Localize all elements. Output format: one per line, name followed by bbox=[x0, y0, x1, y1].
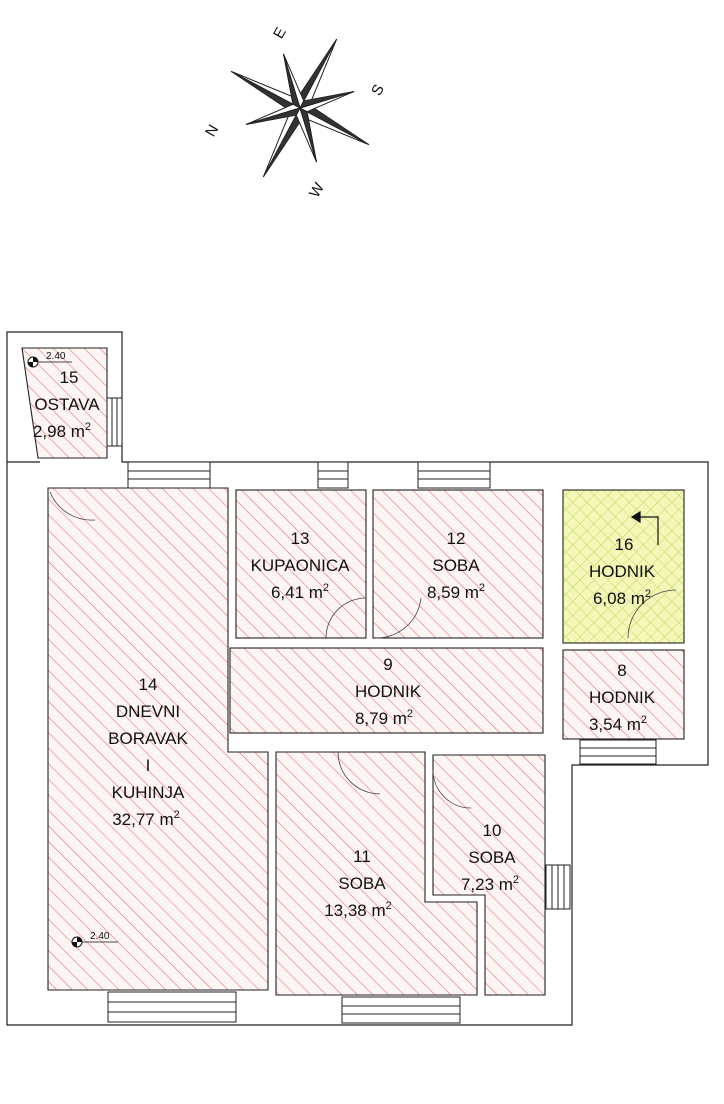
room-10-name: SOBA bbox=[468, 848, 516, 867]
room-8-area-label: 3,54 m2 bbox=[589, 714, 647, 734]
level-mark-living: 2.40 bbox=[71, 931, 118, 948]
door-swing-room11 bbox=[337, 751, 381, 795]
room-14-name-line4: KUHINJA bbox=[112, 783, 185, 802]
room-16-name: HODNIK bbox=[589, 562, 656, 581]
window-bottom-left bbox=[107, 991, 237, 1023]
room-12-number: 12 bbox=[447, 529, 466, 548]
room-8-area bbox=[562, 649, 685, 740]
room-12-area-label: 8,59 m2 bbox=[427, 582, 485, 602]
room-16-number: 16 bbox=[615, 535, 634, 554]
room-11-name: SOBA bbox=[338, 874, 386, 893]
room-12-name: SOBA bbox=[432, 556, 480, 575]
door-swing-bathroom bbox=[325, 597, 367, 639]
compass-south-label: S bbox=[368, 82, 388, 99]
compass-rose bbox=[230, 38, 370, 178]
room-12-area bbox=[372, 489, 544, 639]
compass-west-label: W bbox=[306, 179, 328, 200]
room-13-name: KUPAONICA bbox=[251, 556, 351, 575]
building-outline bbox=[6, 331, 709, 1026]
level-mark-storage: 2.40 bbox=[27, 351, 72, 368]
level-value-living: 2.40 bbox=[90, 931, 110, 942]
room-13-area bbox=[235, 489, 367, 639]
room-8-number: 8 bbox=[617, 661, 626, 680]
rooms-layer bbox=[21, 347, 685, 996]
window-top-left bbox=[127, 461, 211, 489]
room-14-area-label: 32,77 m2 bbox=[112, 809, 180, 829]
room-9-area-label: 8,79 m2 bbox=[355, 708, 413, 728]
room-10-area-label: 7,23 m2 bbox=[461, 874, 519, 894]
entrance-arrow-icon bbox=[630, 510, 659, 545]
room-15-area bbox=[21, 347, 108, 459]
door-swing-room12 bbox=[375, 597, 422, 639]
room-14-name-line3: I bbox=[146, 756, 151, 775]
room-14-area bbox=[47, 487, 269, 991]
window-storage-side bbox=[106, 397, 123, 447]
doors-layer bbox=[49, 491, 677, 809]
door-swing-living bbox=[49, 491, 96, 521]
room-labels: 15 OSTAVA 2,98 m2 13 KUPAONICA 6,41 m2 1… bbox=[33, 368, 656, 920]
level-value-storage: 2.40 bbox=[46, 351, 66, 362]
door-swing-room16 bbox=[627, 589, 677, 639]
door-swing-room10 bbox=[432, 769, 472, 809]
room-13-number: 13 bbox=[291, 529, 310, 548]
stairs bbox=[545, 864, 571, 910]
room-10-area bbox=[432, 754, 546, 996]
window-room8 bbox=[579, 739, 657, 765]
room-14-name-line1: DNEVNI bbox=[116, 702, 180, 721]
room-11-area-label: 13,38 m2 bbox=[324, 900, 392, 920]
room-15-area-label: 2,98 m2 bbox=[33, 421, 91, 441]
room-9-name: HODNIK bbox=[355, 682, 422, 701]
room-11-number: 11 bbox=[353, 847, 371, 866]
window-top-room12 bbox=[417, 461, 491, 489]
windows-layer bbox=[106, 397, 657, 1024]
room-15-name: OSTAVA bbox=[34, 395, 100, 414]
room-10-number: 10 bbox=[483, 821, 502, 840]
room-13-area-label: 6,41 m2 bbox=[271, 582, 329, 602]
room-9-area bbox=[229, 647, 544, 734]
compass-north-label: N bbox=[202, 122, 222, 140]
room-16-area bbox=[562, 489, 685, 644]
room-14-name-line2: BORAVAK bbox=[108, 729, 188, 748]
room-11-area bbox=[275, 751, 478, 996]
compass-east-label: E bbox=[270, 25, 290, 42]
window-top-bathroom bbox=[317, 461, 349, 489]
window-bottom-room11 bbox=[341, 996, 461, 1024]
room-16-area-label: 6,08 m2 bbox=[593, 588, 651, 608]
room-15-number: 15 bbox=[60, 368, 79, 387]
room-8-name: HODNIK bbox=[589, 688, 656, 707]
room-9-number: 9 bbox=[383, 655, 392, 674]
room-14-number: 14 bbox=[139, 675, 158, 694]
